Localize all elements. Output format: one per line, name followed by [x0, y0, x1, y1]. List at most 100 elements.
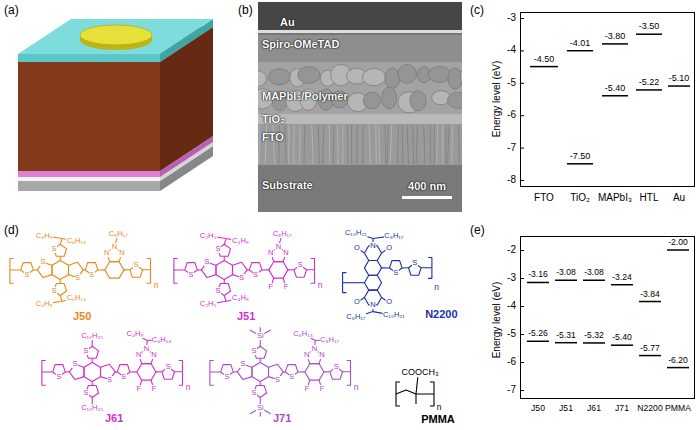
atom-label: Si — [256, 404, 264, 412]
atom-label: S — [393, 269, 399, 277]
polymer-structure-part — [402, 267, 408, 268]
layer-label: Spiro-OMeTAD — [262, 39, 339, 51]
sem-image-part — [451, 125, 453, 164]
atom-label: N — [143, 345, 149, 353]
atom-label: S — [83, 389, 89, 397]
polymer-structure-part — [197, 269, 201, 270]
sem-image-part — [299, 125, 300, 164]
energy-level-bar — [567, 163, 593, 165]
axis-tick: -5 — [507, 329, 516, 340]
axis-tick: -7 — [507, 142, 516, 153]
atom-label: S — [165, 363, 171, 371]
sem-image-part — [333, 125, 335, 164]
layer-label: TiO₂ — [262, 114, 285, 126]
polymer-structure-part — [224, 256, 225, 260]
panel-label: (c) — [470, 4, 484, 17]
sem-image-part — [258, 62, 462, 114]
atom-label: O — [353, 244, 360, 252]
sem-image-part — [407, 125, 408, 164]
energy-value: -7.50 — [570, 152, 591, 161]
sem-image-part — [329, 125, 331, 164]
sem-image-part — [273, 125, 274, 164]
sem-image-part — [258, 33, 462, 35]
atom-label: S — [215, 245, 221, 253]
polymer-structure-part — [269, 262, 288, 278]
sem-image-part — [293, 125, 294, 164]
axis-category: FTO — [534, 193, 554, 204]
energy-value: -3.08 — [556, 269, 576, 278]
energy-level-bar — [602, 43, 628, 45]
polymer-structure-part — [60, 239, 62, 245]
repeat-index: n — [153, 281, 159, 290]
polymer-structure — [10, 234, 151, 304]
axis-tick-mark — [520, 362, 524, 363]
polymer-structure-part — [343, 371, 351, 372]
sem-image — [258, 2, 462, 212]
axis-tick: -8 — [507, 175, 516, 186]
sem-image-part — [397, 125, 399, 164]
polymer-structure-part — [224, 279, 225, 283]
energy-level-bar — [611, 344, 633, 346]
side-chain-label: C₄H₉ — [231, 237, 249, 245]
polymer-structure-part — [298, 371, 305, 372]
polymer-structure-part — [343, 282, 365, 283]
axis-category: Au — [673, 193, 685, 204]
sem-image-part — [416, 125, 417, 164]
axis-category: MAPbI₃ — [598, 193, 632, 204]
energy-value: -4.01 — [570, 39, 591, 48]
polymer-structure-part — [252, 362, 268, 381]
polymer-structure-part — [147, 259, 151, 284]
side-chain-label: C₄H₉ — [231, 294, 249, 302]
sem-image-part — [356, 125, 358, 164]
polymer-structure — [343, 233, 432, 318]
sem-image-part — [258, 30, 462, 33]
atom-label: S — [251, 347, 257, 355]
energy-level-bar — [668, 85, 690, 87]
sem-image-part — [258, 71, 266, 87]
axis-tick: -6 — [507, 357, 516, 368]
side-chain-label: C₄H₉ — [126, 330, 144, 338]
polymer-structure-part — [124, 269, 130, 270]
atom-label: O — [386, 298, 393, 306]
sem-image-part — [458, 125, 460, 164]
energy-value: -6.20 — [668, 356, 688, 365]
polymer-name: PMMA — [421, 414, 455, 426]
axis-category: J51 — [559, 404, 573, 413]
energy-value: -5.77 — [640, 344, 660, 353]
sem-image-part — [259, 125, 260, 164]
repeat-index: n — [434, 282, 440, 291]
polymer-structure-part — [60, 279, 61, 283]
atom-label: N — [151, 351, 157, 359]
axis-tick: -3 — [507, 13, 516, 24]
polymer-structure-part — [233, 371, 237, 372]
sem-image-part — [258, 124, 462, 165]
axis-tick-mark — [520, 306, 524, 307]
sem-image-part — [362, 125, 363, 164]
polymer-name: N2200 — [425, 310, 457, 322]
axis-tick-mark — [520, 278, 524, 279]
energy-value: -2.00 — [668, 238, 688, 247]
device-schematic-part — [18, 171, 160, 177]
device-schematic-part — [18, 177, 160, 181]
side-chain-label: C₈H₁₇ — [108, 230, 128, 238]
atom-label: N — [119, 249, 125, 257]
polymer-structure — [42, 334, 183, 408]
sem-image-part — [369, 125, 371, 164]
polymer-structure-part — [105, 262, 124, 278]
side-chain-label: C₆H₁₃ — [151, 336, 171, 344]
sem-image-part — [288, 125, 289, 164]
sem-image-part — [390, 125, 391, 164]
axis-category: J50 — [531, 404, 545, 413]
panel-label: (b) — [238, 4, 253, 17]
layer-label: MAPbI₃/Polymer — [262, 91, 348, 103]
energy-level-bar — [583, 279, 605, 281]
side-chain-label: C₈H₁₇ — [346, 313, 366, 321]
atom-label: S — [204, 258, 210, 266]
polymer-structure-part — [10, 270, 21, 271]
axis-tick-mark — [520, 250, 524, 251]
energy-level-bar — [667, 367, 689, 369]
polymer-structure-part — [247, 269, 249, 270]
sem-image-part — [342, 125, 343, 164]
atom-label: S — [275, 376, 281, 384]
atom-label: F — [304, 385, 310, 393]
